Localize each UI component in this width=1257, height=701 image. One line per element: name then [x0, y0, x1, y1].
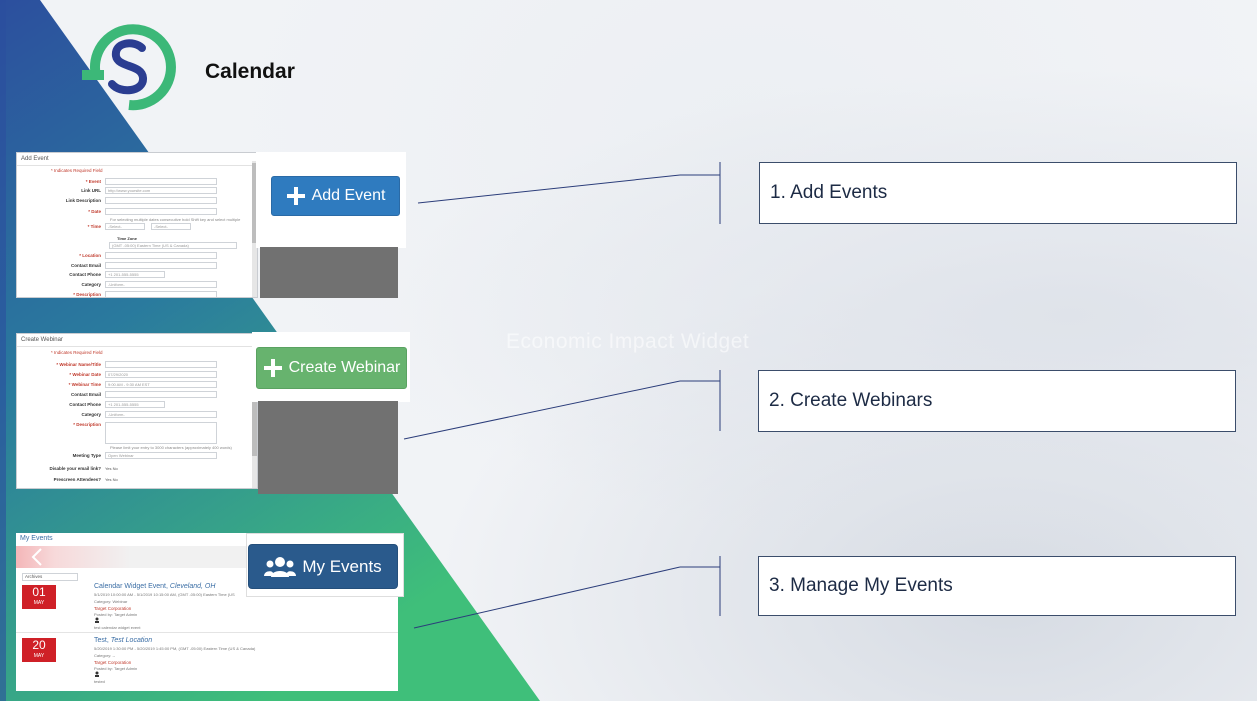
add-event-dialog: Add Event * Indicates Required Field * E… [16, 152, 258, 298]
required-note: * Indicates Required Field [51, 350, 103, 355]
link-description-input[interactable] [105, 197, 217, 204]
create-webinar-dialog: Create Webinar * Indicates Required Fiel… [16, 333, 258, 489]
form-row: * Time -Select- -Select- [47, 223, 191, 230]
form-row: * Description [47, 291, 217, 297]
event-title-link[interactable]: Calendar Widget Event, Cleveland, OH [94, 583, 216, 590]
watermark-text: Economic Impact Widget [506, 330, 750, 353]
my-events-button-label: My Events [302, 556, 382, 576]
dialog-title: Add Event [17, 153, 257, 166]
event-org: Target Corporation [94, 606, 132, 611]
description-input[interactable] [105, 291, 217, 297]
logo-icon [82, 24, 176, 111]
form-row: Meeting Type Open Webinar [47, 452, 217, 459]
form-row: * Webinar Name/Title [47, 361, 217, 368]
form-row: Contact Phone +1 201-555-5555 [47, 271, 165, 278]
add-event-button[interactable]: Add Event [271, 176, 400, 216]
webinar-title-input[interactable] [105, 361, 217, 368]
time-to-select[interactable]: -Select- [151, 223, 191, 230]
contact-phone-input[interactable]: +1 201-555-5555 [105, 401, 165, 408]
form-row: Link URL http://www.yoursite.com [47, 187, 217, 194]
event-posted-by: Posted by: Target Admin [94, 666, 138, 671]
email-link-radio[interactable]: Yes No [105, 466, 118, 471]
plus-icon [286, 187, 305, 205]
time-from-select[interactable]: -Select- [105, 223, 145, 230]
form-row: Category -Uniform- [47, 411, 217, 418]
step-add-events: 1. Add Events [759, 162, 1237, 224]
form-row: * Event [47, 178, 217, 185]
event-time: 5/1/2019 10:00:00 AM - 5/1/2019 10:15:00… [94, 592, 235, 597]
meeting-type-select[interactable]: Open Webinar [105, 452, 217, 459]
form-row: Contact Email [47, 262, 217, 269]
plus-icon [263, 359, 282, 377]
category-select[interactable]: -Uniform- [105, 281, 217, 288]
contact-phone-input[interactable]: +1 201-555-5555 [105, 271, 165, 278]
form-row: Prescreen Attendees? Yes No [53, 477, 118, 482]
overlay-area [260, 247, 398, 298]
archives-select[interactable]: Archives [22, 573, 78, 581]
overlay-area [258, 401, 398, 494]
create-webinar-button-label: Create Webinar [288, 359, 401, 376]
create-webinar-button[interactable]: Create Webinar [256, 347, 407, 389]
form-row: * Date [47, 208, 217, 215]
date-badge: 20 MAY [22, 638, 56, 662]
date-input[interactable] [105, 208, 217, 215]
chevron-left-icon[interactable] [30, 548, 44, 566]
scrollbar-thumb[interactable] [252, 163, 257, 243]
date-badge: 01 MAY [22, 585, 56, 609]
dialog-title: Create Webinar [17, 334, 257, 347]
prescreen-radio[interactable]: Yes No [105, 477, 118, 482]
required-note: * Indicates Required Field [51, 168, 103, 173]
event-category: Category: -- [94, 653, 116, 658]
category-select[interactable]: -Uniform- [105, 411, 217, 418]
my-events-button[interactable]: My Events [248, 544, 398, 589]
description-textarea[interactable] [105, 422, 217, 444]
user-icon [95, 671, 99, 677]
form-row: Disable your email link? Yes No [49, 466, 118, 471]
contact-email-input[interactable] [105, 391, 217, 398]
step-manage-my-events: 3. Manage My Events [758, 556, 1236, 616]
contact-email-input[interactable] [105, 262, 217, 269]
form-row: Category -Uniform- [47, 281, 217, 288]
event-description: test calendar widget event [94, 625, 141, 630]
form-row: * Description [47, 422, 217, 444]
page-title: Calendar [205, 60, 295, 83]
user-icon [95, 617, 99, 623]
event-posted-by: Posted by: Target Admin [94, 612, 138, 617]
event-category: Category: Webinar [94, 599, 128, 604]
link-url-input[interactable]: http://www.yoursite.com [105, 187, 217, 194]
event-input[interactable] [105, 178, 217, 185]
users-icon [264, 556, 297, 577]
description-hint: Please limit your entry to 3000 characte… [110, 445, 232, 450]
panel-title: My Events [20, 535, 53, 542]
event-title-link[interactable]: Test, Test Location [94, 637, 153, 644]
time-zone-select[interactable]: (GMT -05:00) Eastern Time (US & Canada) [109, 242, 237, 249]
form-row: * Webinar Time 9:00 AM - 9:30 AM EST [47, 381, 217, 388]
time-zone-label: Time Zone [117, 236, 137, 241]
form-row: Link Description [47, 197, 217, 204]
form-row: Contact Email [47, 391, 217, 398]
webinar-time-select[interactable]: 9:00 AM - 9:30 AM EST [105, 381, 217, 388]
event-time: 5/20/2019 1:30:00 PM - 5/20/2019 1:45:00… [94, 646, 256, 651]
form-row: * Webinar Date 07/29/2020 [47, 371, 217, 378]
form-row: Contact Phone +1 201-555-5555 [47, 401, 165, 408]
form-row: * Location [47, 252, 217, 259]
add-event-button-label: Add Event [311, 187, 386, 204]
location-input[interactable] [105, 252, 217, 259]
webinar-date-input[interactable]: 07/29/2020 [105, 371, 217, 378]
event-description: tested [94, 679, 105, 684]
step-create-webinars: 2. Create Webinars [758, 370, 1236, 432]
event-org: Target Corporation [94, 660, 132, 665]
